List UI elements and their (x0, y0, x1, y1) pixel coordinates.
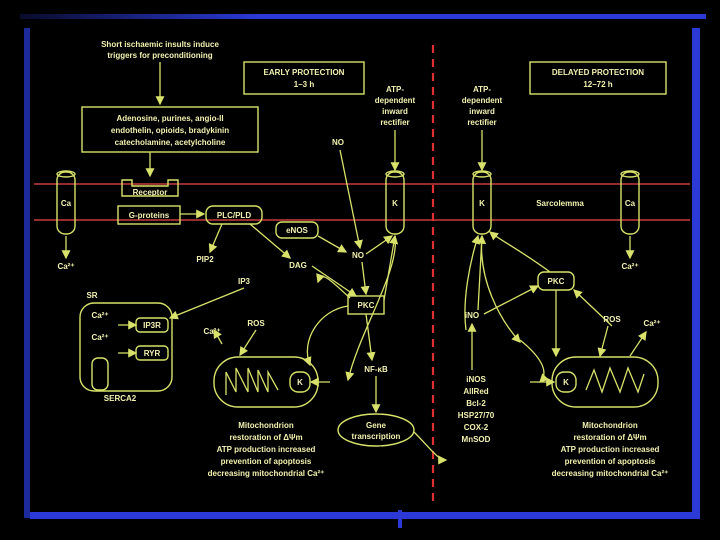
frame-top-bar (20, 14, 706, 19)
agonists-line-2: endothelin, opioids, bradykinin (111, 126, 229, 135)
mito-right-line-5: decreasing mitochondrial Ca²⁺ (552, 469, 669, 478)
k-mito-right-label: K (563, 378, 569, 387)
atp-left-4: rectifier (380, 118, 409, 127)
mito-left-line-3: ATP production increased (217, 445, 316, 454)
plc-pld-label: PLC/PLD (217, 211, 251, 220)
atp-left-2: dependent (375, 96, 416, 105)
early-protection-time: 1–3 h (294, 80, 315, 89)
sarcolemma-label: Sarcolemma (536, 199, 584, 208)
ip3r-label: IP3R (143, 321, 161, 330)
ryr-label: RYR (144, 349, 161, 358)
delayed-mediator-6: MnSOD (462, 435, 491, 444)
ca2-left-out: Ca²⁺ (57, 262, 74, 271)
mito-left-line-1: Mitochondrion (238, 421, 294, 430)
frame-right-bar (692, 28, 700, 518)
ip3-label: IP3 (238, 277, 251, 286)
mito-left-line-2: restoration of ΔΨm (229, 433, 302, 442)
ca2-mito-left: Ca²⁺ (203, 327, 220, 336)
delayed-mediator-2: AllRed (463, 387, 488, 396)
pip2-label: PIP2 (196, 255, 214, 264)
atp-right-4: rectifier (467, 118, 496, 127)
k-left-label: K (392, 199, 398, 208)
pkc-right-label: PKC (548, 277, 565, 286)
trigger-line-2: triggers for preconditioning (107, 51, 212, 60)
ca-left-label: Ca (61, 199, 72, 208)
mito-left-line-4: prevention of apoptosis (221, 457, 312, 466)
mito-left-line-5: decreasing mitochondrial Ca²⁺ (208, 469, 325, 478)
k-right-label: K (479, 199, 485, 208)
pkc-left-label: PKC (358, 301, 375, 310)
atp-right-1: ATP- (473, 85, 491, 94)
early-protection-title: EARLY PROTECTION (264, 68, 345, 77)
sr-label: SR (86, 291, 97, 300)
ca2-sr-2: Ca²⁺ (91, 333, 108, 342)
gene-transcription-line-2: transcription (352, 432, 401, 441)
atp-right-3: inward (469, 107, 495, 116)
delayed-protection-box (530, 62, 666, 94)
early-protection-box (244, 62, 364, 94)
nf-kb-label: NF-κB (364, 365, 388, 374)
mito-right-line-1: Mitochondrion (582, 421, 638, 430)
atp-left-1: ATP- (386, 85, 404, 94)
mito-right-line-2: restoration of ΔΨm (573, 433, 646, 442)
frame-left-bar (24, 28, 30, 518)
ca-right-label: Ca (625, 199, 636, 208)
delayed-protection-time: 12–72 h (583, 80, 612, 89)
delayed-protection-title: DELAYED PROTECTION (552, 68, 644, 77)
delayed-mediator-5: COX-2 (464, 423, 489, 432)
frame-bottom-notch (398, 510, 402, 528)
serca2-label: SERCA2 (104, 394, 137, 403)
g-proteins-label: G-proteins (129, 211, 170, 220)
serca2-channel (92, 358, 108, 390)
ca2-right-out: Ca²⁺ (621, 262, 638, 271)
agonists-line-3: catecholamine, acetylcholine (115, 138, 226, 147)
agonists-line-1: Adenosine, purines, angio-II (116, 114, 223, 123)
dag-label: DAG (289, 261, 307, 270)
delayed-mediator-4: HSP27/70 (458, 411, 495, 420)
k-mito-left-label: K (297, 378, 303, 387)
trigger-line-1: Short ischaemic insults induce (101, 40, 219, 49)
mito-right-line-4: prevention of apoptosis (565, 457, 656, 466)
no-top-label: NO (332, 138, 344, 147)
gene-transcription-line-1: Gene (366, 421, 387, 430)
ino-label: iNO (465, 311, 479, 320)
atp-left-3: inward (382, 107, 408, 116)
frame-bottom-bar (30, 512, 700, 519)
mito-right-line-3: ATP production increased (561, 445, 660, 454)
ros-right-label: ROS (603, 315, 621, 324)
atp-right-2: dependent (462, 96, 503, 105)
no-mid-label: NO (352, 251, 364, 260)
receptor-label: Receptor (133, 188, 168, 197)
ros-left-label: ROS (247, 319, 265, 328)
ca2-mito-right: Ca²⁺ (643, 319, 660, 328)
delayed-mediator-3: Bcl-2 (466, 399, 486, 408)
enos-label: eNOS (286, 226, 308, 235)
delayed-mediator-1: iNOS (466, 375, 486, 384)
ca2-sr-1: Ca²⁺ (91, 311, 108, 320)
gene-transcription-oval (338, 414, 414, 446)
